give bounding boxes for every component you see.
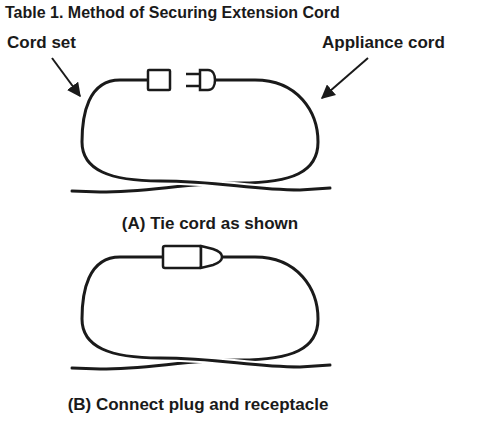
plug-and-receptacle: [148, 70, 215, 90]
tied-cords: [72, 80, 330, 192]
leader-arrows: [52, 58, 368, 98]
figure-caption: (A) Tie cord as shown: [122, 214, 298, 234]
table-title: Table 1. Method of Securing Extension Co…: [5, 4, 340, 22]
part-label: Cord set: [7, 33, 76, 53]
joined-connector: [163, 246, 222, 268]
connected-cords: [72, 257, 330, 369]
part-label: Appliance cord: [322, 33, 445, 53]
figure-caption: (B) Connect plug and receptacle: [68, 395, 329, 415]
